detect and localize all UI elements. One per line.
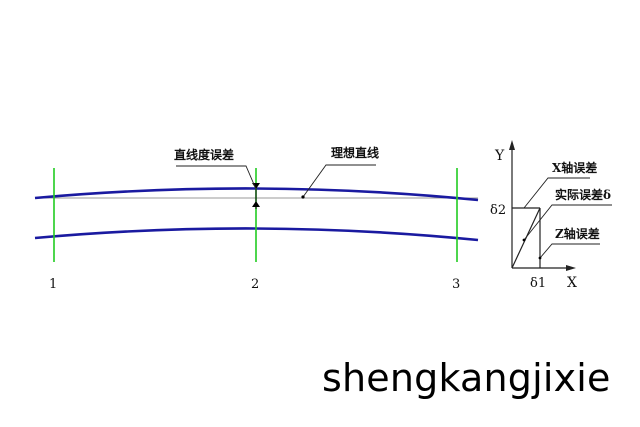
x-axis-error-label: X轴误差: [552, 160, 597, 175]
x-axis-label: X: [567, 275, 577, 291]
straightness-error-label: 直线度误差: [174, 147, 234, 162]
ideal-line-point: [301, 195, 305, 199]
straightness-error-arrows: [252, 183, 260, 209]
section-number-1: 1: [49, 277, 57, 292]
delta1-label: δ1: [530, 276, 546, 291]
actual-error-label: 实际误差δ: [555, 187, 611, 202]
delta2-label: δ2: [490, 203, 506, 218]
straightness-error-leader: [176, 165, 257, 190]
section-number-3: 3: [452, 277, 460, 292]
y-axis-label: Y: [494, 148, 505, 164]
watermark-text: shengkangjixie: [322, 356, 611, 400]
section-number-2: 2: [251, 277, 259, 292]
ideal-line-label: 理想直线: [331, 145, 379, 160]
z-axis-error-label: Z轴误差: [555, 226, 600, 241]
error-coordinate-inset: [509, 140, 612, 271]
ideal-line-leader: [302, 164, 376, 198]
